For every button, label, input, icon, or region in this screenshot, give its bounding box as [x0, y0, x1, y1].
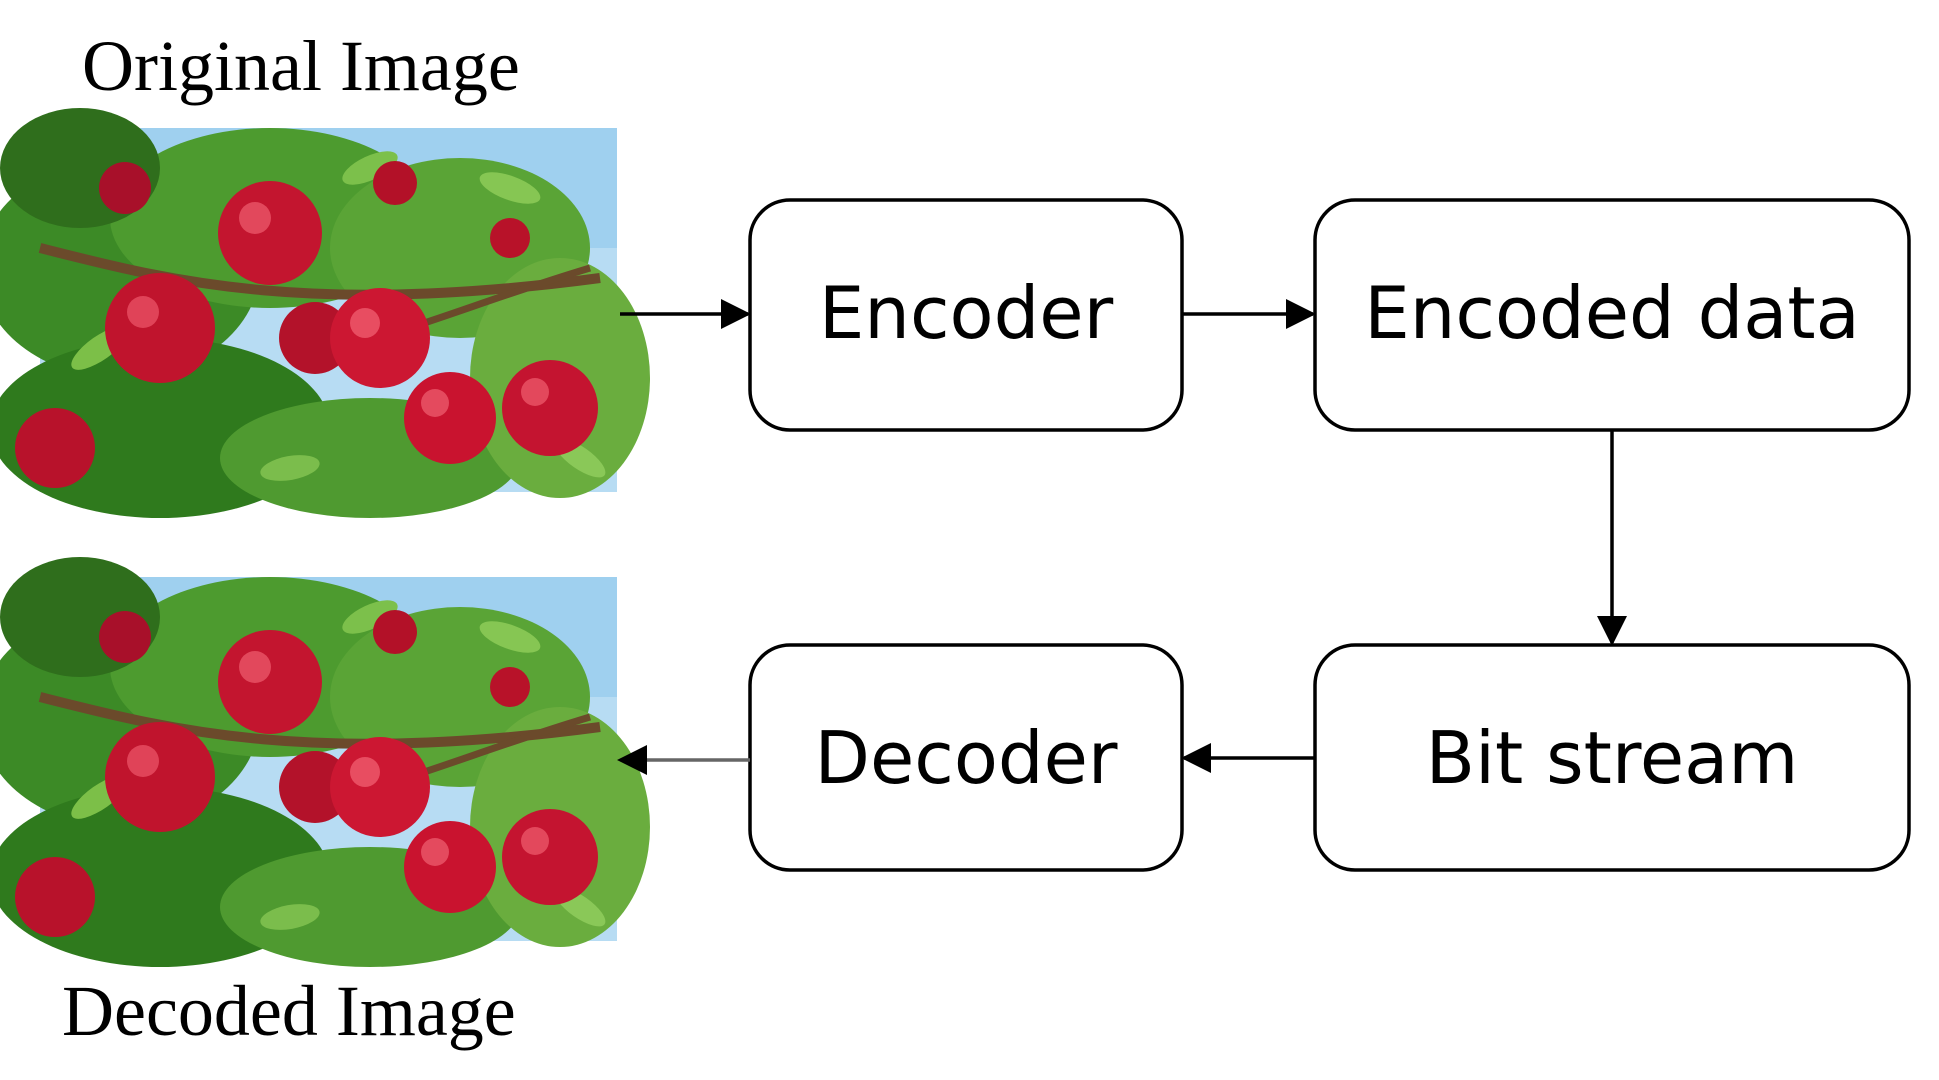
encoder-label: Encoder — [819, 271, 1114, 355]
encoded-data-label: Encoded data — [1364, 271, 1860, 355]
decoder-label: Decoder — [815, 716, 1118, 800]
bit-stream-label: Bit stream — [1426, 716, 1799, 800]
original-image-caption: Original Image — [82, 26, 520, 106]
original-image-photo — [0, 108, 650, 518]
encoder-box: Encoder — [748, 198, 1184, 432]
bit-stream-box: Bit stream — [1313, 643, 1911, 872]
encoded-data-box: Encoded data — [1313, 198, 1911, 432]
decoded-image-photo — [0, 557, 650, 967]
decoder-box: Decoder — [748, 643, 1184, 872]
decoded-image-caption: Decoded Image — [62, 971, 516, 1051]
